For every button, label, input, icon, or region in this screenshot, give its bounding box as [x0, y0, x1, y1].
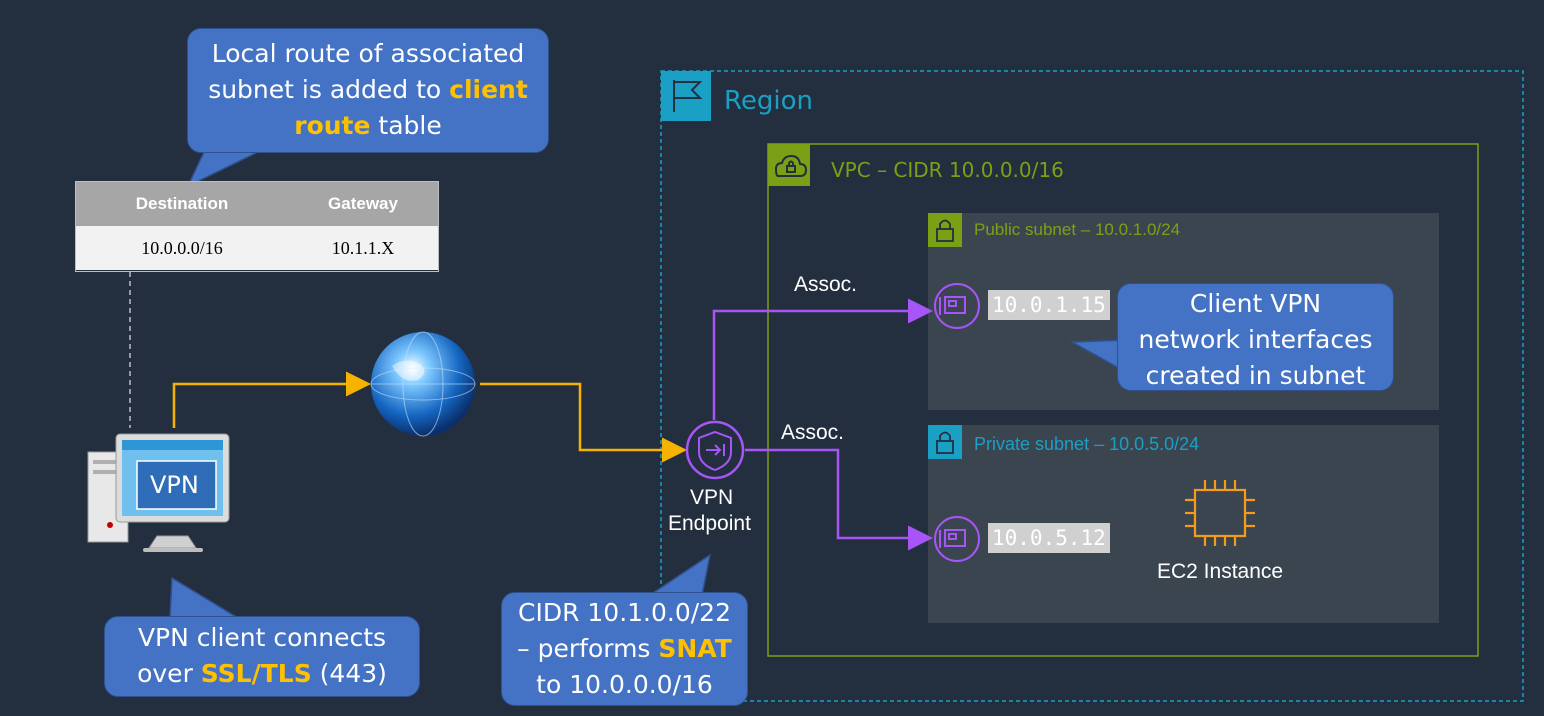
private-eni-icon [934, 516, 980, 562]
region-group [660, 70, 1524, 702]
cidr-callout: CIDR 10.1.0.0/22 – performs SNAT to 10.0… [501, 592, 748, 706]
client-screen-label: VPN [150, 471, 199, 499]
assoc-label-public: Assoc. [794, 273, 858, 296]
client-callout: VPN client connects over SSL/TLS (443) [104, 616, 420, 697]
client-screen-panel [136, 460, 217, 510]
route-callout: Local route of associated subnet is adde… [187, 28, 549, 153]
assoc-private-connector [745, 448, 933, 551]
vpc-label: VPC – CIDR 10.0.0.0/16 [831, 158, 1064, 182]
eni-callout-line3: created in subnet [1145, 361, 1366, 390]
vpc-group [767, 143, 1479, 657]
cidr-callout-line3: to 10.0.0.0/16 [536, 670, 713, 699]
route-callout-line1: Local route of associated [211, 39, 525, 68]
cloud-lock-icon [774, 154, 808, 177]
route-callout-line3: route table [294, 111, 442, 140]
public-eni-icon [934, 283, 980, 329]
private-eni-ip: 10.0.5.12 [988, 523, 1110, 553]
internet-to-endpoint-connector [480, 382, 687, 463]
assoc-label-private: Assoc. [781, 421, 845, 444]
public-eni-ip: 10.0.1.15 [988, 290, 1110, 320]
region-label: Region [724, 86, 814, 116]
vpn-endpoint-label-line2: Endpoint [668, 512, 751, 535]
route-table-header-gateway: Gateway [328, 194, 398, 213]
client-callout-pointer [169, 576, 241, 619]
table-row: 10.0.0.0/16 10.1.1.X [76, 226, 438, 270]
vpn-endpoint-label-line1: VPN [690, 486, 734, 509]
client-callout-line1: VPN client connects [137, 623, 387, 652]
eni-callout: Client VPN network interfaces created in… [1117, 283, 1394, 391]
eni-callout-line2: network interfaces [1138, 325, 1373, 354]
private-lock-icon [936, 431, 954, 454]
cidr-callout-pointer [647, 553, 712, 596]
assoc-public-connector [712, 298, 933, 420]
route-destination-cell: 10.0.0.0/16 [141, 237, 223, 258]
cidr-callout-line1: CIDR 10.1.0.0/22 [517, 598, 731, 627]
flag-icon [673, 80, 703, 112]
ec2-instance-icon [1185, 480, 1255, 546]
vpn-endpoint-icon [685, 420, 745, 480]
internet-globe-icon [370, 331, 476, 437]
public-lock-icon [936, 219, 954, 242]
route-gateway-cell: 10.1.1.X [331, 237, 395, 258]
client-route-table: Destination Gateway 10.0.0.0/16 10.1.1.X [75, 181, 439, 272]
client-to-internet-connector [172, 371, 371, 428]
route-table-header-destination: Destination [135, 194, 229, 213]
cidr-callout-line2: – performs SNAT [517, 634, 732, 663]
route-callout-line2: subnet is added to client [208, 75, 528, 104]
route-table-header: Destination Gateway [76, 182, 438, 226]
eni-callout-line1: Client VPN [1189, 289, 1322, 318]
public-subnet-label: Public subnet – 10.0.1.0/24 [974, 220, 1181, 239]
client-callout-line2: over SSL/TLS (443) [137, 659, 387, 688]
region-icon-bg [661, 71, 711, 121]
private-subnet-label: Private subnet – 10.0.5.0/24 [974, 434, 1200, 454]
ec2-label: EC2 Instance [1157, 560, 1284, 583]
